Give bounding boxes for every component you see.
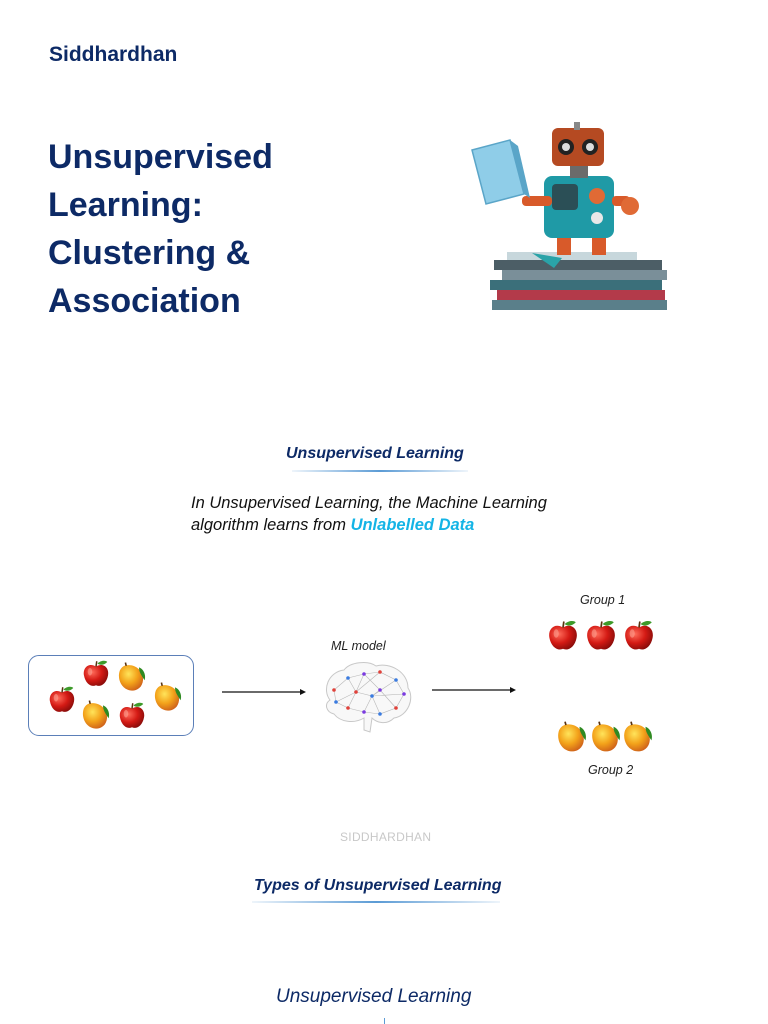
arrow-to-groups xyxy=(432,687,516,693)
section-description: In Unsupervised Learning, the Machine Le… xyxy=(191,492,611,536)
group-2-label: Group 2 xyxy=(588,763,634,777)
section-underline xyxy=(292,470,468,472)
section-title-unsupervised: Unsupervised Learning xyxy=(286,445,464,462)
title-line-4: Association xyxy=(48,282,241,320)
robot-reading-image xyxy=(471,122,667,310)
group-1-apples-icon xyxy=(548,620,654,651)
title-line-3: Clustering & xyxy=(48,234,251,272)
bottom-heading: Unsupervised Learning xyxy=(276,986,472,1007)
author-name: Siddhardhan xyxy=(49,43,178,66)
arrow-to-model xyxy=(222,689,306,695)
description-text: In Unsupervised Learning, the Machine Le… xyxy=(191,494,547,534)
group-2-mangoes-icon xyxy=(557,720,653,753)
group-1-label: Group 1 xyxy=(580,593,626,607)
input-data-box xyxy=(28,655,194,736)
connector-line xyxy=(384,1018,385,1024)
section-underline-2 xyxy=(252,901,500,903)
section-title-types: Types of Unsupervised Learning xyxy=(254,877,502,894)
title-line-1: Unsupervised xyxy=(48,138,273,176)
watermark: SIDDHARDHAN xyxy=(340,830,432,844)
ml-model-label: ML model xyxy=(331,639,386,653)
page-title: Unsupervised Learning: Clustering & Asso… xyxy=(48,133,378,325)
unlabelled-data-highlight: Unlabelled Data xyxy=(350,516,475,534)
mixed-fruits-icon xyxy=(48,659,182,730)
brain-network-icon xyxy=(326,662,412,733)
title-line-2: Learning: xyxy=(48,186,203,224)
